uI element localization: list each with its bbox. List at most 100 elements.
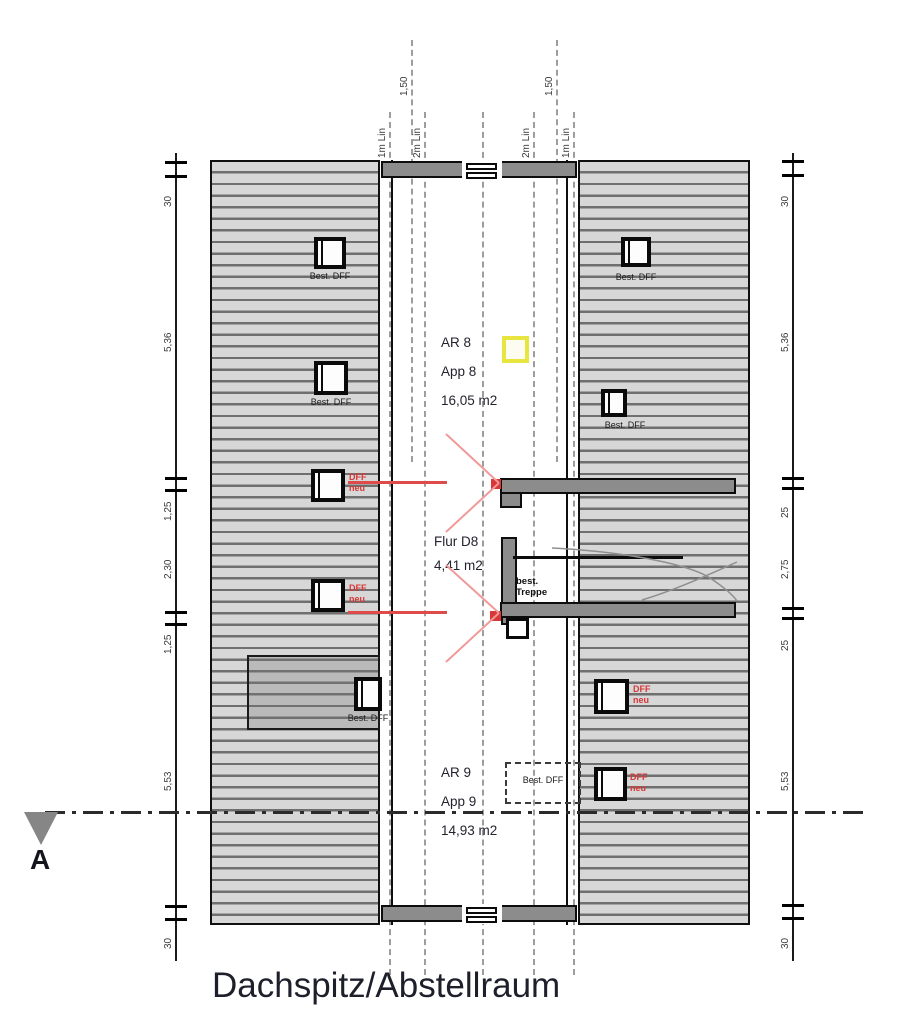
window-frame-line bbox=[321, 241, 323, 265]
neu-text: neu bbox=[349, 594, 366, 604]
section-line bbox=[45, 811, 868, 814]
new-window-label: DFF neu bbox=[630, 772, 648, 794]
dim-label: 2,30 bbox=[163, 559, 174, 579]
window-frame-line bbox=[318, 583, 320, 608]
dim-tick bbox=[782, 174, 804, 177]
room-area: 4,41 m2 bbox=[434, 558, 483, 573]
dim-tick bbox=[782, 904, 804, 907]
room-area: 16,05 m2 bbox=[441, 393, 498, 408]
height-line-label: 1,50 bbox=[544, 76, 555, 96]
window-label: Best. DFF bbox=[347, 713, 389, 723]
dim-label: 5,53 bbox=[780, 771, 791, 791]
red-marker-square bbox=[491, 479, 501, 489]
height-line-label: 2m Lin bbox=[521, 127, 532, 158]
dim-label: 30 bbox=[163, 937, 174, 949]
dim-label: 25 bbox=[780, 506, 791, 518]
ridge-line bbox=[482, 112, 484, 975]
stair-lower-wall bbox=[500, 602, 736, 618]
dim-tick bbox=[782, 617, 804, 620]
room-label-flur: Flur D8 4,41 m2 bbox=[434, 530, 483, 578]
right-dimension-line bbox=[792, 153, 794, 961]
roof-window-new bbox=[311, 469, 345, 502]
window-label: Best. DFF bbox=[309, 271, 351, 281]
new-window-label: DFF neu bbox=[633, 684, 651, 706]
new-window-projection-line bbox=[348, 481, 447, 484]
height-line-label: 1m Lin bbox=[561, 127, 572, 158]
drawing-title: Dachspitz/Abstellraum bbox=[212, 966, 561, 1005]
neu-text: neu bbox=[633, 695, 650, 705]
yellow-highlight-square bbox=[502, 336, 529, 363]
stair-upper-wall bbox=[500, 478, 736, 494]
height-line-150-left bbox=[411, 40, 413, 462]
window-frame-line bbox=[361, 681, 363, 707]
height-line-2m-left bbox=[424, 112, 426, 975]
height-line-1m-right bbox=[573, 112, 575, 975]
dim-tick bbox=[782, 917, 804, 920]
window-label: Best. DFF bbox=[522, 775, 564, 785]
window-label: Best. DFF bbox=[604, 420, 646, 430]
height-line-label: 1,50 bbox=[399, 76, 410, 96]
roof-window-new bbox=[594, 767, 627, 801]
dff-text: DFF bbox=[349, 472, 367, 482]
neu-text: neu bbox=[349, 483, 366, 493]
dim-label: 5,36 bbox=[780, 332, 791, 352]
room-subname: App 9 bbox=[441, 794, 477, 809]
window-frame-line bbox=[608, 393, 610, 413]
dim-label: 25 bbox=[780, 639, 791, 651]
dim-label: 1,25 bbox=[163, 634, 174, 654]
dim-tick bbox=[165, 161, 187, 164]
height-line-label: 2m Lin bbox=[412, 127, 423, 158]
stair-post-square bbox=[506, 618, 529, 639]
bottom-chimney-vent-lower bbox=[466, 916, 497, 923]
corridor-right-wall-line bbox=[566, 160, 568, 925]
neu-text: neu bbox=[630, 783, 647, 793]
height-line-1m-left bbox=[389, 112, 391, 975]
left-roof-hatch-area bbox=[210, 160, 380, 925]
stair-label-line1: best. bbox=[516, 576, 539, 587]
bottom-chimney-vent-upper bbox=[466, 907, 497, 914]
top-chimney-vent-lower bbox=[466, 172, 497, 179]
roof-window-existing bbox=[621, 237, 651, 267]
roof-window-existing bbox=[314, 237, 346, 269]
new-window-label: DFF neu bbox=[349, 583, 367, 605]
top-chimney-gap bbox=[462, 160, 502, 180]
window-frame-line bbox=[601, 683, 603, 710]
dff-text: DFF bbox=[630, 772, 648, 782]
red-marker-square bbox=[490, 611, 501, 621]
dim-tick bbox=[165, 489, 187, 492]
window-label: Best. DFF bbox=[615, 272, 657, 282]
new-window-label: DFF neu bbox=[349, 472, 367, 494]
roof-window-existing bbox=[314, 361, 348, 395]
room-label-ar9: AR 9 App 9 14,93 m2 bbox=[441, 758, 497, 845]
height-line-label: 1m Lin bbox=[377, 127, 388, 158]
roof-window-existing bbox=[601, 389, 627, 417]
section-letter: A bbox=[30, 844, 51, 875]
roof-window-new bbox=[594, 679, 629, 714]
room-area: 14,93 m2 bbox=[441, 823, 498, 838]
window-frame-line bbox=[321, 365, 323, 391]
stair-upper-wall-tab bbox=[500, 492, 522, 508]
dim-tick bbox=[165, 175, 187, 178]
dim-tick bbox=[782, 487, 804, 490]
dim-label: 30 bbox=[780, 195, 791, 207]
roof-window-existing bbox=[354, 677, 382, 711]
dff-text: DFF bbox=[633, 684, 651, 694]
bottom-chimney-gap bbox=[462, 904, 502, 924]
room-label-ar8: AR 8 App 8 16,05 m2 bbox=[441, 328, 497, 415]
room-name: AR 8 bbox=[441, 335, 472, 350]
window-frame-line bbox=[601, 771, 603, 797]
stair-label-line2: Treppe bbox=[516, 587, 548, 598]
dim-tick bbox=[782, 477, 804, 480]
dim-label: 5,36 bbox=[163, 332, 174, 352]
dff-text: DFF bbox=[349, 583, 367, 593]
window-frame-line bbox=[318, 473, 320, 498]
height-line-2m-right bbox=[533, 112, 535, 975]
dim-tick bbox=[165, 477, 187, 480]
section-arrow-icon bbox=[24, 812, 58, 845]
dim-tick bbox=[782, 607, 804, 610]
roof-window-new bbox=[311, 579, 345, 612]
room-subname: App 8 bbox=[441, 364, 477, 379]
height-line-150-right bbox=[556, 40, 558, 462]
